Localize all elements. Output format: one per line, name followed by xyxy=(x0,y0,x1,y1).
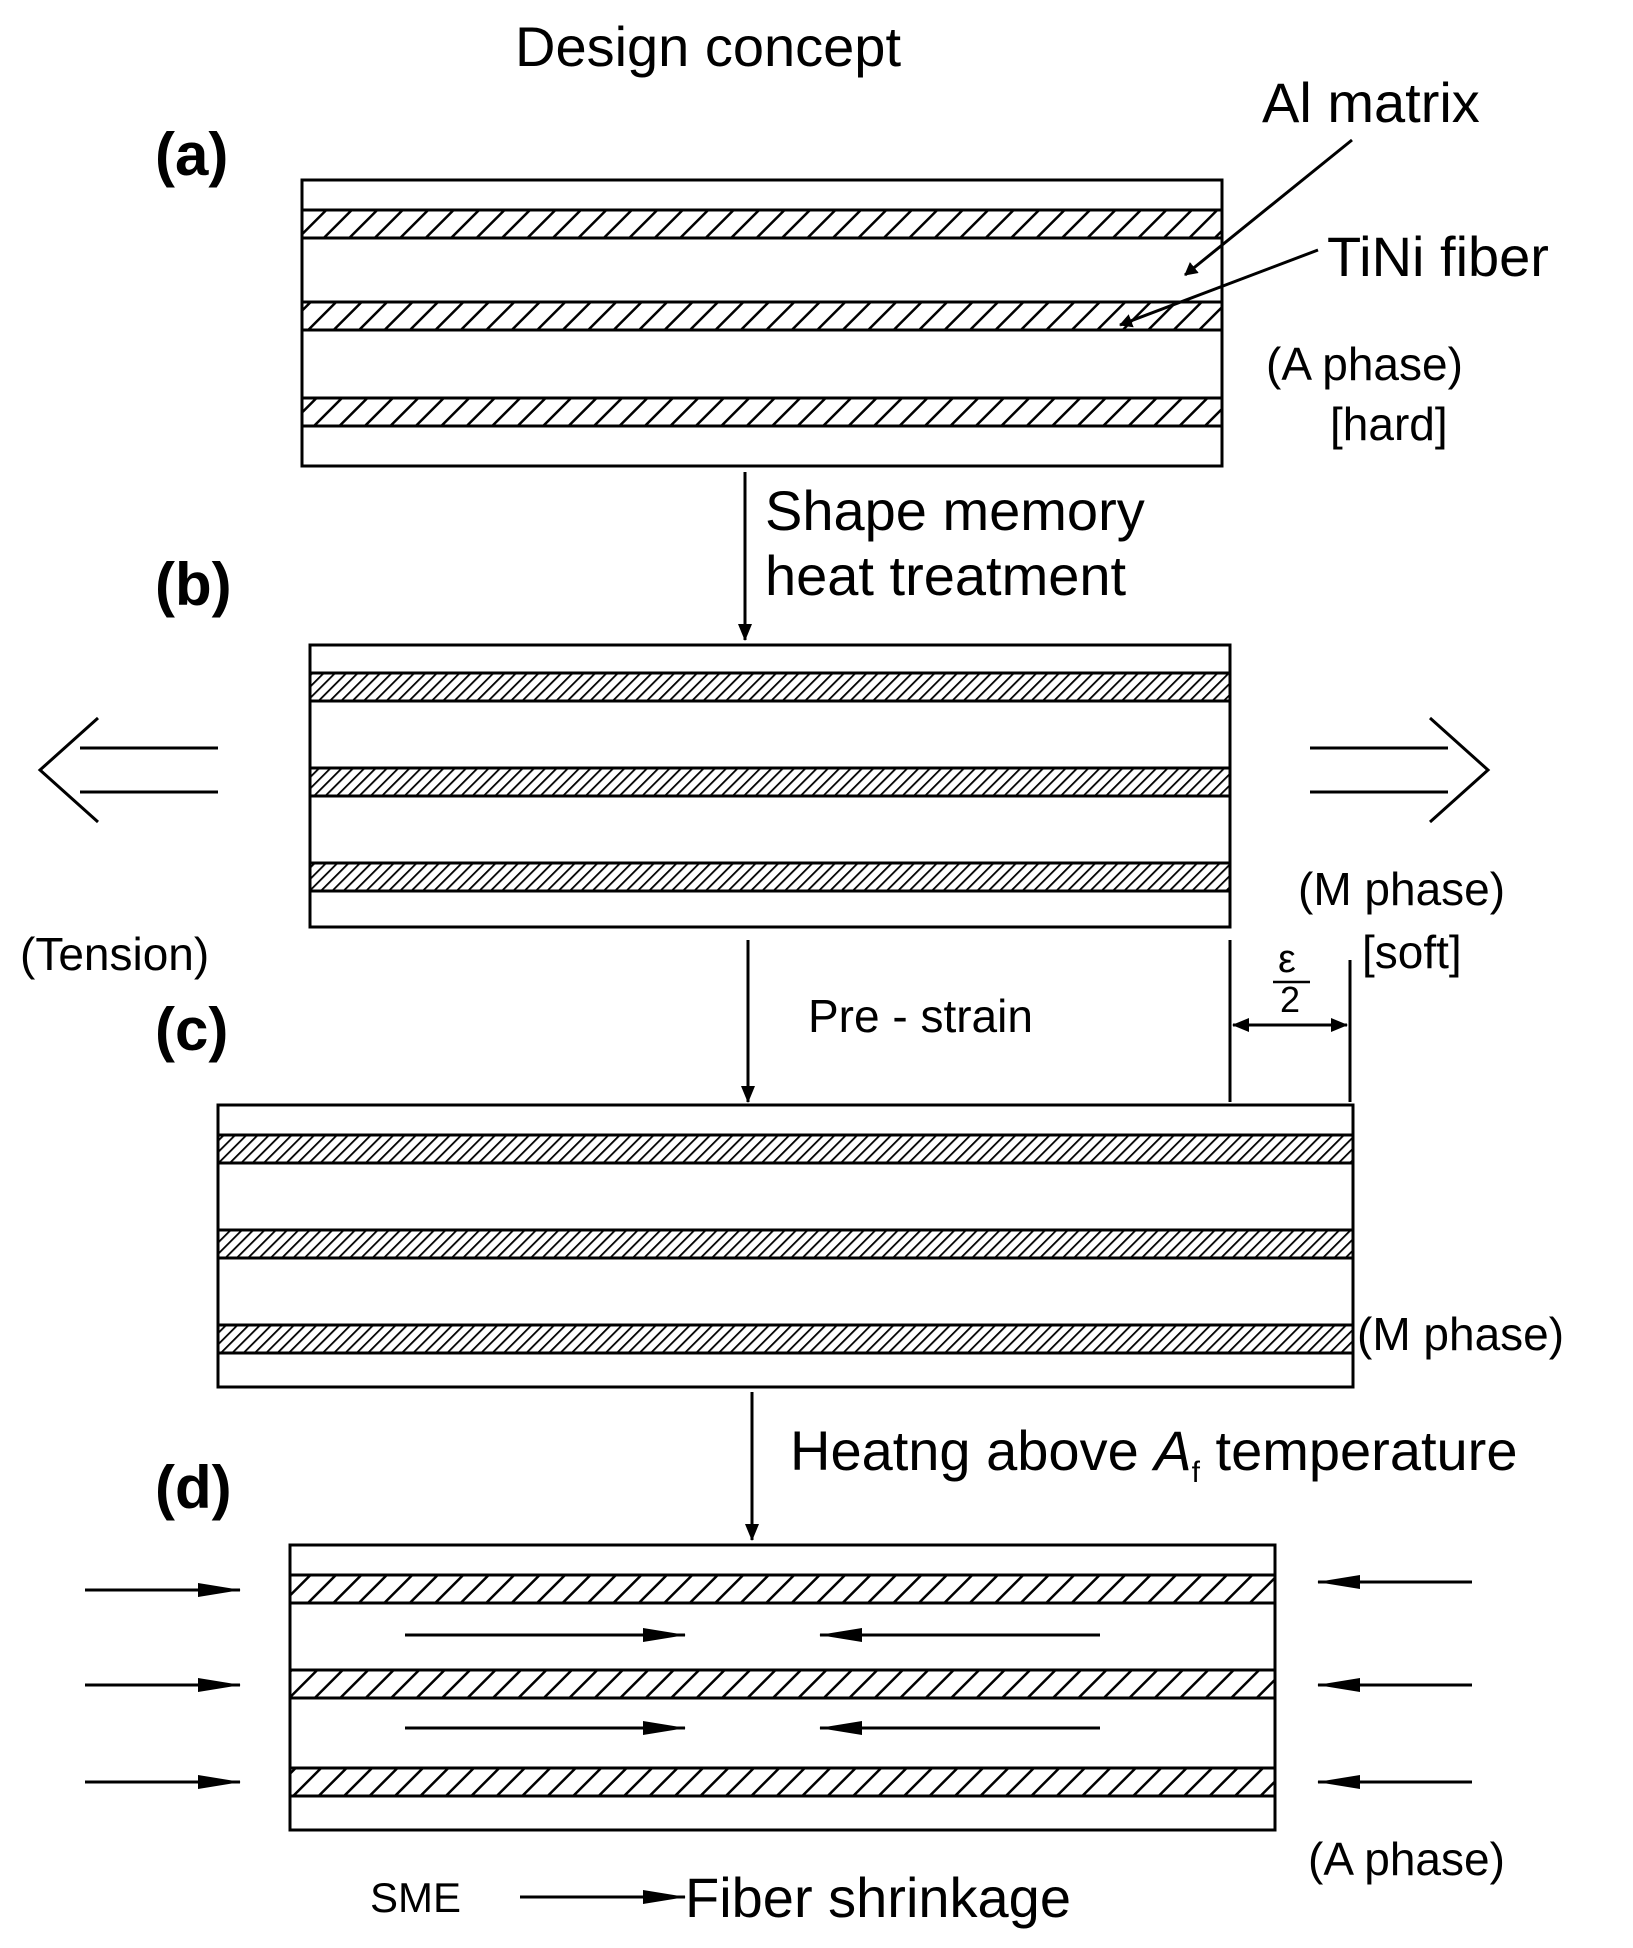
panel-b-fiber-1 xyxy=(308,671,1232,703)
panel-a-fiber-3 xyxy=(300,396,1224,428)
panel-a-fiber-2 xyxy=(300,300,1224,332)
panel-d-fiber-2 xyxy=(288,1668,1277,1700)
panel-c-fiber-3 xyxy=(216,1323,1355,1355)
compression-arrows-left xyxy=(85,1583,241,1789)
step-heating-prefix: Heatng above xyxy=(790,1419,1154,1482)
panel-c-fiber-2 xyxy=(216,1228,1355,1260)
compression-arrows-right xyxy=(1317,1575,1472,1789)
step-heating-suffix: temperature xyxy=(1200,1419,1518,1482)
tension-label: (Tension) xyxy=(20,928,209,980)
panel-b-label: (b) xyxy=(155,551,232,618)
panel-b-state: [soft] xyxy=(1362,926,1462,978)
panel-c-phase: (M phase) xyxy=(1357,1308,1564,1360)
al-matrix-label: Al matrix xyxy=(1262,71,1480,134)
sme-label: SME xyxy=(370,1874,461,1921)
panel-a-label: (a) xyxy=(155,121,228,188)
tini-fiber-pointer xyxy=(1119,248,1319,328)
panel-c-fiber-1 xyxy=(216,1133,1355,1165)
strain-denominator: 2 xyxy=(1280,979,1300,1020)
af-subscript: f xyxy=(1192,1456,1201,1489)
panel-d-phase: (A phase) xyxy=(1308,1833,1505,1885)
strain-numerator: ε xyxy=(1278,937,1296,981)
step-heating: Heatng above Af temperature xyxy=(790,1419,1517,1489)
diagram-title: Design concept xyxy=(515,15,901,78)
step-heat-treatment-line2: heat treatment xyxy=(765,544,1127,607)
panel-b-fiber-3 xyxy=(308,861,1232,893)
panel-a-state: [hard] xyxy=(1330,398,1448,450)
panel-a-fiber-1 xyxy=(300,208,1224,240)
step-heat-treatment-line1: Shape memory xyxy=(765,479,1145,542)
al-matrix-pointer xyxy=(1184,138,1353,277)
panel-d-fiber-1 xyxy=(288,1573,1277,1605)
panel-a-phase: (A phase) xyxy=(1266,338,1463,390)
panel-c-label: (c) xyxy=(155,996,228,1063)
tension-arrow-left xyxy=(37,716,218,824)
panel-d-label: (d) xyxy=(155,1454,232,1521)
step-pre-strain: Pre - strain xyxy=(808,990,1033,1042)
internal-shrinkage-arrows xyxy=(405,1628,1100,1735)
tension-arrow-right xyxy=(1310,716,1491,824)
strain-dimension xyxy=(1228,940,1352,1102)
fiber-shrinkage-label: Fiber shrinkage xyxy=(685,1866,1071,1929)
tini-fiber-label: TiNi fiber xyxy=(1327,225,1549,288)
panel-d-fiber-3 xyxy=(288,1766,1277,1798)
panel-d-composite xyxy=(288,1543,1277,1832)
af-symbol: A xyxy=(1151,1419,1191,1482)
panel-b-fiber-2 xyxy=(308,766,1232,798)
panel-c-composite xyxy=(216,1103,1355,1389)
panel-b-composite xyxy=(308,643,1232,929)
panel-b-phase: (M phase) xyxy=(1298,863,1505,915)
panel-a-composite xyxy=(300,178,1224,468)
